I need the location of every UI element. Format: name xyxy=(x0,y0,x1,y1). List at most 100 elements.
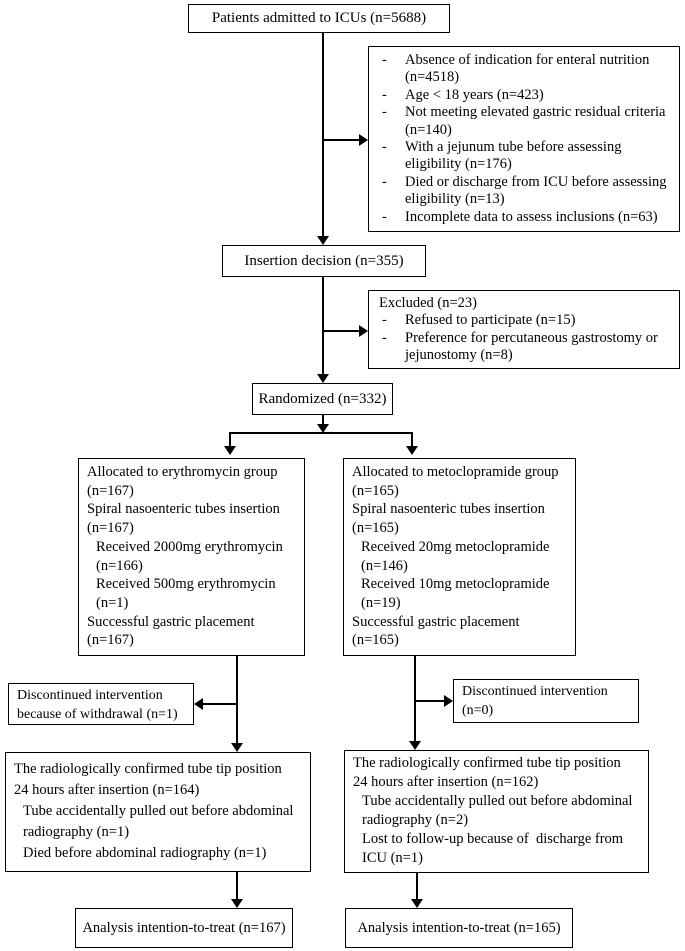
connector-branch-screening-exclusions xyxy=(323,139,359,141)
connector-metoclopramide-to-radiology xyxy=(414,656,416,741)
arrowhead-right-icon xyxy=(359,325,368,337)
itt-analysis-metoclopramide-box: Analysis intention-to-treat (n=165) xyxy=(345,908,573,948)
arrowhead-down-icon xyxy=(409,741,421,750)
text-line: 24 hours after insertion (n=164) xyxy=(14,782,200,798)
bullet-dash: - xyxy=(382,104,387,121)
bullet-dash: - xyxy=(382,139,387,156)
connector-radiology-to-analysis-left xyxy=(236,872,238,899)
text-line: (n=167) xyxy=(87,520,134,537)
arrowhead-down-icon xyxy=(411,899,423,908)
bullet-dash: - xyxy=(382,173,387,190)
connector-branch-discontinued-right xyxy=(415,700,444,702)
text-line: Spiral nasoenteric tubes insertion xyxy=(352,501,545,518)
text-line: (n=165) xyxy=(352,632,399,649)
bullet-text: Age < 18 years (n=423) xyxy=(405,86,544,103)
text-line: Received 20mg metoclopramide xyxy=(361,538,550,555)
bullet-text: Preference for percutaneous gastrostomy … xyxy=(405,329,658,364)
bullet-item: - Refused to participate (n=15) xyxy=(377,312,675,329)
arrowhead-down-icon xyxy=(317,236,329,245)
arrowhead-down-icon xyxy=(406,446,418,455)
text-line: Allocated to metoclopramide group xyxy=(352,464,559,480)
arrowhead-right-icon xyxy=(444,695,453,707)
connector-radiology-to-analysis-right xyxy=(416,873,418,899)
text-line: radiography (n=2) xyxy=(362,812,469,828)
connector-branch-excluded xyxy=(323,330,359,332)
text-line: Lost to follow-up because of discharge f… xyxy=(362,831,624,847)
text-line: Tube accidentally pulled out before abdo… xyxy=(23,803,294,819)
arrowhead-right-icon xyxy=(359,134,368,146)
text-line: (n=167) xyxy=(87,482,134,499)
bullet-item: - Incomplete data to assess inclusions (n… xyxy=(377,209,675,226)
bullet-item: - Died or discharge from ICU before asses… xyxy=(377,174,675,209)
bullet-dash: - xyxy=(382,329,387,346)
arrowhead-down-icon xyxy=(317,424,329,433)
text-line: radiography (n=1) xyxy=(23,824,130,840)
text-line: (n=165) xyxy=(352,520,399,537)
bullet-dash: - xyxy=(382,86,387,103)
bullet-item: -Absence of indication for enteral nutri… xyxy=(377,52,675,87)
text-line: ICU (n=1) xyxy=(362,850,423,866)
text-line: Received 500mg erythromycin xyxy=(96,576,276,593)
bullet-text: Not meeting elevated gastric residual cr… xyxy=(405,104,666,138)
text-line: Successful gastric placement xyxy=(87,613,255,630)
excluded-list: - Refused to participate (n=15) - Preferenc… xyxy=(377,312,675,364)
connector-admitted-to-insertion xyxy=(322,33,324,236)
connector-split-left xyxy=(229,432,231,446)
text-line: Successful gastric placement xyxy=(352,613,520,630)
connector-branch-discontinued-left xyxy=(203,703,237,705)
text-line: Allocated to erythromycin group xyxy=(87,464,278,480)
text-line: The radiologically confirmed tube tip po… xyxy=(353,755,621,771)
connector-randomization-split xyxy=(229,432,413,434)
discontinued-metoclopramide-label: Discontinued intervention (n=0) xyxy=(462,684,608,718)
connector-randomized-stub xyxy=(322,415,324,424)
discontinued-erythromycin-label: Discontinued intervention because of wit… xyxy=(17,688,178,722)
itt-analysis-erythromycin-label: Analysis intention-to-treat (n=167) xyxy=(82,919,286,936)
connector-insertion-to-randomized xyxy=(322,277,324,374)
bullet-text: With a jejunum tube before assessing eli… xyxy=(405,139,622,173)
text-line: (n=166) xyxy=(96,557,143,574)
text-line: (n=167) xyxy=(87,632,134,649)
bullet-dash: - xyxy=(382,52,387,68)
screening-exclusions-box: -Absence of indication for enteral nutri… xyxy=(368,46,680,232)
bullet-item: - With a jejunum tube before assessing el… xyxy=(377,139,675,174)
discontinued-metoclopramide-box: Discontinued intervention (n=0) xyxy=(453,679,639,723)
itt-analysis-erythromycin-box: Analysis intention-to-treat (n=167) xyxy=(75,908,293,948)
randomized-label: Randomized (n=332) xyxy=(258,390,387,407)
randomized-box: Randomized (n=332) xyxy=(252,383,393,415)
bullet-text: Incomplete data to assess inclusions (n=… xyxy=(405,208,658,225)
arrowhead-left-icon xyxy=(194,698,203,710)
text-line: Received 2000mg erythromycin xyxy=(96,538,283,555)
excluded-box: Excluded (n=23) - Refused to participate … xyxy=(368,290,680,369)
text-line: (n=146) xyxy=(361,557,408,574)
bullet-dash: - xyxy=(382,312,387,329)
text-line: Died before abdominal radiography (n=1) xyxy=(23,845,267,861)
metoclopramide-group-box: Allocated to metoclopramide group (n=165)… xyxy=(343,458,576,656)
arrowhead-down-icon xyxy=(224,446,236,455)
admitted-box: Patients admitted to ICUs (n=5688) xyxy=(188,4,450,33)
text-line: Spiral nasoenteric tubes insertion xyxy=(87,501,280,518)
text-line: (n=1) xyxy=(96,594,129,611)
arrowhead-down-icon xyxy=(317,374,329,383)
connector-split-right xyxy=(411,432,413,446)
excluded-title: Excluded (n=23) xyxy=(379,295,477,311)
arrowhead-down-icon xyxy=(231,899,243,908)
connector-erythromycin-to-radiology xyxy=(236,656,238,743)
bullet-item: - Age < 18 years (n=423) xyxy=(377,87,675,104)
text-line: (n=165) xyxy=(352,482,399,499)
bullet-text: Refused to participate (n=15) xyxy=(405,312,576,329)
bullet-dash: - xyxy=(382,208,387,225)
radiology-metoclopramide-box: The radiologically confirmed tube tip po… xyxy=(344,750,649,873)
erythromycin-group-box: Allocated to erythromycin group (n=167) Sp… xyxy=(78,458,305,656)
bullet-text: Died or discharge from ICU before assess… xyxy=(405,173,667,208)
itt-analysis-metoclopramide-label: Analysis intention-to-treat (n=165) xyxy=(357,919,561,936)
arrowhead-down-icon xyxy=(231,743,243,752)
text-line: Tube accidentally pulled out before abdo… xyxy=(362,793,633,809)
radiology-erythromycin-box: The radiologically confirmed tube tip po… xyxy=(5,752,311,872)
bullet-item: - Not meeting elevated gastric residual c… xyxy=(377,104,675,139)
text-line: Received 10mg metoclopramide xyxy=(361,576,550,593)
admitted-label: Patients admitted to ICUs (n=5688) xyxy=(211,10,427,26)
bullet-item: - Preference for percutaneous gastrostomy… xyxy=(377,330,675,365)
text-line: (n=19) xyxy=(361,594,401,611)
insertion-decision-box: Insertion decision (n=355) xyxy=(222,245,426,277)
